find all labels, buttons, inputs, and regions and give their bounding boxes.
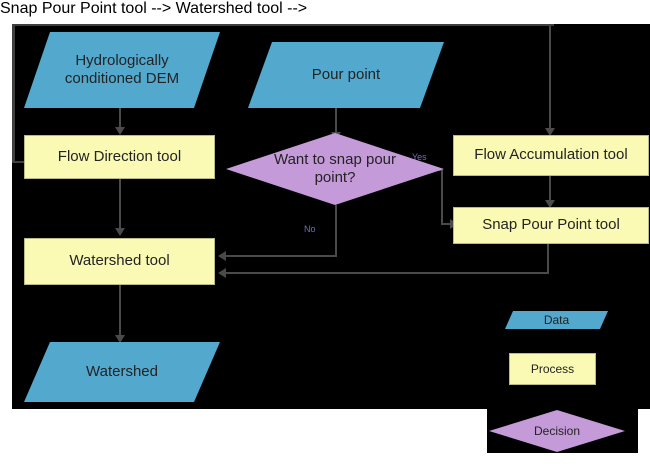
edge-yes-v xyxy=(441,169,443,224)
edge-dem-to-flowdir-arrow xyxy=(115,127,125,135)
edge-label-no: No xyxy=(304,224,316,234)
node-watershed-output[interactable]: Watershed xyxy=(24,342,220,402)
node-flow-accumulation-tool[interactable]: Flow Accumulation tool xyxy=(453,135,649,176)
node-label-snap-pour-point-tool: Snap Pour Point tool xyxy=(482,216,620,234)
legend-item-process: Process xyxy=(509,353,596,385)
edge-wstool-to-wsout-arrow xyxy=(115,335,125,343)
legend-item-data: Data xyxy=(505,311,608,329)
canvas-frame-left-stub xyxy=(12,161,30,163)
watershed-output-shape-svg xyxy=(24,342,220,402)
legend-label-data: Data xyxy=(543,312,570,327)
edge-snaptool-to-wstool-h xyxy=(226,272,549,274)
node-label-dem: Hydrologically conditioned DEM xyxy=(64,51,180,87)
edge-label-yes: Yes xyxy=(412,152,427,162)
decision-shape-svg xyxy=(226,133,444,205)
node-want-to-snap-pour-point[interactable]: Want to snap pour point? xyxy=(226,133,444,205)
edge-flowdir-to-wstool-line xyxy=(119,178,121,232)
legend-data-shape-svg xyxy=(505,311,608,329)
node-label-want-to-snap: Want to snap pour point? xyxy=(273,150,396,186)
node-label-watershed-output: Watershed xyxy=(86,362,158,380)
edge-no-arrow xyxy=(218,251,226,261)
edge-wstool-to-wsout-line xyxy=(119,285,121,339)
edge-flowacc-to-snaptool-line xyxy=(549,175,551,204)
node-flow-direction-tool[interactable]: Flow Direction tool xyxy=(24,135,215,179)
edge-no-v xyxy=(335,205,337,256)
legend-item-decision: Decision xyxy=(489,410,625,452)
legend-label-decision: Decision xyxy=(533,423,581,438)
node-hydrologically-conditioned-dem[interactable]: Hydrologically conditioned DEM xyxy=(24,32,220,108)
node-label-pour-point: Pour point xyxy=(311,65,381,83)
edge-yes-h2 xyxy=(441,223,453,225)
node-label-watershed-tool: Watershed tool xyxy=(69,252,170,270)
edge-no-h xyxy=(226,255,337,257)
edge-top-to-flowacc-line xyxy=(549,26,551,132)
dem-shape-svg xyxy=(24,32,220,108)
edge-snaptool-to-wstool-v xyxy=(547,243,549,274)
node-watershed-tool[interactable]: Watershed tool xyxy=(24,238,215,285)
canvas-frame-left xyxy=(12,24,15,163)
legend-label-process: Process xyxy=(530,361,575,376)
edge-pour-to-decision-line xyxy=(335,108,337,135)
pour-point-shape-svg xyxy=(248,42,444,108)
edge-snaptool-to-wstool-arrow xyxy=(218,268,226,278)
node-label-flow-direction-tool: Flow Direction tool xyxy=(57,147,182,165)
edge-top-to-flowacc-arrow xyxy=(545,128,555,136)
edge-flowacc-to-snaptool-arrow xyxy=(545,200,555,208)
legend-decision-shape-svg xyxy=(489,410,625,452)
node-snap-pour-point-tool[interactable]: Snap Pour Point tool xyxy=(453,207,649,244)
edge-dem-to-flowdir-line xyxy=(119,107,121,129)
node-pour-point[interactable]: Pour point xyxy=(248,42,444,108)
canvas-frame-top xyxy=(12,24,554,26)
node-label-flow-accumulation-tool: Flow Accumulation tool xyxy=(474,146,628,164)
edge-flowdir-to-wstool-arrow xyxy=(115,228,125,236)
